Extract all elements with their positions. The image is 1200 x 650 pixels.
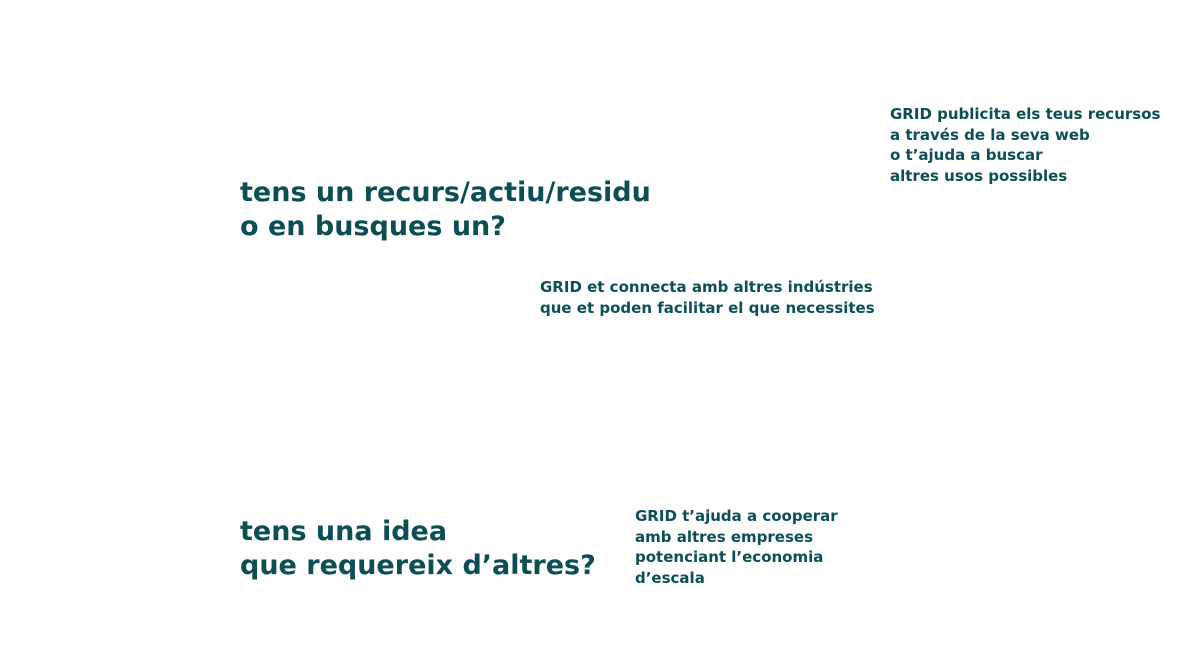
note-cooperate-companies: GRID t’ajuda a cooperar amb altres empre… bbox=[635, 506, 838, 588]
note-line: amb altres empreses bbox=[635, 527, 814, 546]
note-publish-resources: GRID publicita els teus recursos a travé… bbox=[890, 104, 1160, 186]
heading-line: o en busques un? bbox=[240, 211, 506, 242]
note-line: GRID t’ajuda a cooperar bbox=[635, 507, 838, 525]
heading-line: que requereix d’altres? bbox=[240, 550, 596, 581]
heading-line: tens una idea bbox=[240, 516, 448, 547]
note-line: o t’ajuda a buscar bbox=[890, 146, 1043, 164]
heading-line: tens un recurs/actiu/residu bbox=[240, 177, 651, 208]
note-line: altres usos possibles bbox=[890, 166, 1068, 185]
note-line: que et poden facilitar el que necessites bbox=[540, 298, 875, 317]
note-line: d’escala bbox=[635, 568, 705, 587]
heading-resource-question: tens un recurs/actiu/residu o en busques… bbox=[240, 176, 651, 244]
note-line: GRID et connecta amb altres indústries bbox=[540, 278, 873, 296]
note-line: a través de la seva web bbox=[890, 125, 1090, 144]
note-connect-industries: GRID et connecta amb altres indústries q… bbox=[540, 277, 875, 318]
heading-idea-question: tens una idea que requereix d’altres? bbox=[240, 515, 596, 583]
note-line: GRID publicita els teus recursos bbox=[890, 105, 1161, 123]
note-line: potenciant l’economia bbox=[635, 548, 824, 566]
